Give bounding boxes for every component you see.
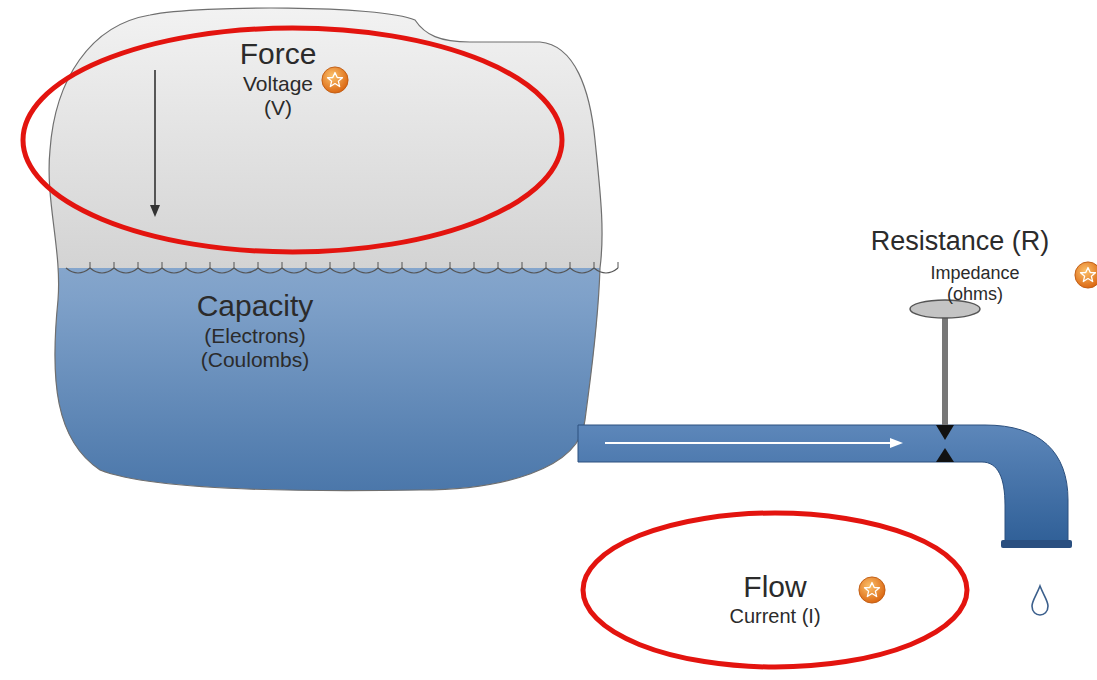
wave-tick xyxy=(114,262,115,268)
wave-tick xyxy=(474,262,475,268)
wave-stroke xyxy=(66,268,90,273)
node-body: (Electrons) (Coulombs) xyxy=(193,324,318,372)
wave-tick xyxy=(570,262,571,268)
wave-tick xyxy=(234,262,235,268)
wave-tick xyxy=(426,262,427,268)
flow-arrow xyxy=(605,442,893,444)
wave-tick xyxy=(594,262,595,268)
wave-stroke xyxy=(186,268,210,273)
water-region-label: Capacity(Electrons) (Coulombs) xyxy=(120,285,390,425)
wave-tick xyxy=(282,262,283,268)
wave-stroke xyxy=(282,268,306,273)
component-label: Resistance (R) xyxy=(869,226,1052,257)
node-heading: Force xyxy=(231,37,325,72)
pipe xyxy=(578,425,1068,545)
highlight-ellipse-stroke xyxy=(583,513,967,667)
wave-stroke xyxy=(258,268,282,273)
node-text-group: ForceVoltage (V) xyxy=(231,37,325,120)
wave-stroke xyxy=(498,268,522,273)
water-surface xyxy=(66,262,618,273)
flow-arrowhead xyxy=(890,438,903,448)
wave-tick xyxy=(354,262,355,268)
node-body: Voltage (V) xyxy=(233,72,323,120)
wave-stroke xyxy=(90,268,114,273)
highlight-ellipse: FlowCurrent (I) xyxy=(580,510,970,670)
wave-tick xyxy=(378,262,379,268)
faucet xyxy=(578,300,1072,615)
node-body: Current (I) xyxy=(727,605,823,628)
wave-tick xyxy=(450,262,451,268)
valve-gate xyxy=(936,448,954,462)
wave-stroke xyxy=(570,268,594,273)
valve-gate xyxy=(936,425,954,440)
arrow-shaft xyxy=(154,70,156,208)
wave-stroke xyxy=(378,268,402,273)
label-group: Resistance (R) xyxy=(869,226,1052,257)
star-icon xyxy=(859,577,885,603)
highlight-ellipse-stroke xyxy=(23,28,562,252)
spout-lip xyxy=(1001,540,1072,548)
wave-tick xyxy=(162,262,163,268)
wave-tick xyxy=(546,262,547,268)
wave-tick xyxy=(522,262,523,268)
force-arrow xyxy=(150,70,160,217)
node-text-group: Capacity(Electrons) (Coulombs) xyxy=(191,289,320,372)
wave-stroke xyxy=(234,268,258,273)
wave-tick xyxy=(618,262,619,268)
wave-stroke xyxy=(162,268,186,273)
wave-stroke xyxy=(306,268,330,273)
star-icon xyxy=(322,67,348,93)
node-heading: Capacity xyxy=(191,289,320,324)
wave-stroke xyxy=(474,268,498,273)
wave-stroke xyxy=(354,268,378,273)
wave-tick xyxy=(498,262,499,268)
wave-tick xyxy=(186,262,187,268)
arrow-head xyxy=(150,205,160,217)
star-icon xyxy=(1075,262,1097,288)
node-text-group: FlowCurrent (I) xyxy=(727,570,823,628)
component-sublabel: Impedance (ohms) xyxy=(925,263,1025,304)
wave-tick xyxy=(330,262,331,268)
water-region xyxy=(49,268,602,491)
wave-tick xyxy=(138,262,139,268)
wave-stroke xyxy=(138,268,162,273)
label-group: Impedance (ohms) xyxy=(923,263,1027,304)
wave-stroke xyxy=(114,268,138,273)
wave-stroke xyxy=(594,268,618,273)
wave-tick xyxy=(402,262,403,268)
wave-tick xyxy=(210,262,211,268)
wave-stroke xyxy=(402,268,426,273)
wave-stroke xyxy=(546,268,570,273)
wave-stroke xyxy=(522,268,546,273)
wave-stroke xyxy=(210,268,234,273)
node-heading: Flow xyxy=(727,570,823,605)
wave-tick xyxy=(258,262,259,268)
wave-tick xyxy=(90,262,91,268)
wave-stroke xyxy=(330,268,354,273)
wave-stroke xyxy=(450,268,474,273)
wave-stroke xyxy=(426,268,450,273)
water-drop xyxy=(1032,586,1048,615)
valve-stem xyxy=(942,312,948,426)
highlight-ellipse: ForceVoltage (V) xyxy=(20,25,565,255)
wave-tick xyxy=(306,262,307,268)
